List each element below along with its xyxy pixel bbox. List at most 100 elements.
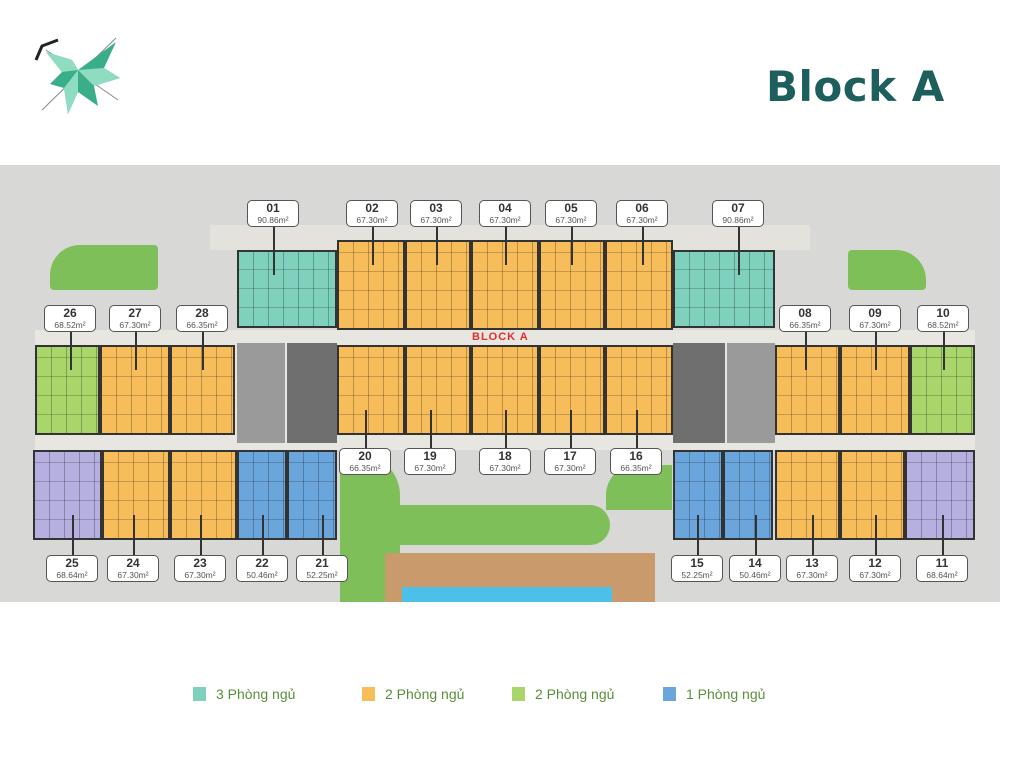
unit-area: 68.64m²: [56, 570, 88, 580]
apartment-unit-06[interactable]: [605, 240, 673, 330]
unit-number: 28: [195, 306, 209, 320]
apartment-unit-09[interactable]: [840, 345, 910, 435]
unit-area: 67.30m²: [489, 215, 521, 225]
unit-area: 52.25m²: [681, 570, 713, 580]
apartment-unit-12[interactable]: [840, 450, 905, 540]
stair-core-center-right: [673, 343, 725, 443]
unit-number: 01: [266, 201, 280, 215]
unit-number: 15: [690, 556, 704, 570]
apartment-unit-07[interactable]: [673, 250, 775, 328]
unit-area: 90.86m²: [257, 215, 289, 225]
label-leader-line: [571, 227, 573, 265]
apartment-unit-21[interactable]: [287, 450, 337, 540]
label-leader-line: [135, 332, 137, 370]
label-leader-line: [505, 227, 507, 265]
unit-area: 66.35m²: [620, 463, 652, 473]
unit-number: 14: [748, 556, 762, 570]
apartment-unit-23[interactable]: [170, 450, 237, 540]
unit-area: 67.30m²: [554, 463, 586, 473]
unit-number: 23: [193, 556, 207, 570]
apartment-unit-25[interactable]: [33, 450, 102, 540]
legend-item: 2 Phòng ngủ: [362, 686, 464, 702]
apartment-unit-17[interactable]: [539, 345, 605, 435]
apartment-unit-08[interactable]: [775, 345, 840, 435]
label-leader-line: [812, 515, 814, 555]
apartment-unit-16[interactable]: [605, 345, 673, 435]
label-leader-line: [436, 227, 438, 265]
unit-number: 09: [868, 306, 882, 320]
label-leader-line: [372, 227, 374, 265]
block-label: BLOCK A: [472, 331, 529, 343]
label-leader-line: [570, 410, 572, 448]
apartment-unit-20[interactable]: [337, 345, 405, 435]
apartment-unit-14[interactable]: [723, 450, 773, 540]
apartment-unit-24[interactable]: [102, 450, 170, 540]
legend-label: 3 Phòng ngủ: [216, 686, 296, 702]
legend-swatch: [663, 687, 676, 701]
legend-swatch: [362, 687, 375, 701]
label-leader-line: [365, 410, 367, 448]
apartment-unit-10[interactable]: [910, 345, 975, 435]
stair-core-right: [727, 343, 775, 443]
apartment-unit-01[interactable]: [237, 250, 337, 328]
unit-area: 67.30m²: [626, 215, 658, 225]
apartment-unit-13[interactable]: [775, 450, 840, 540]
unit-number: 02: [365, 201, 379, 215]
label-leader-line: [200, 515, 202, 555]
legend-label: 2 Phòng ngủ: [385, 686, 465, 702]
unit-number: 21: [315, 556, 329, 570]
apartment-unit-19[interactable]: [405, 345, 471, 435]
unit-area: 67.30m²: [555, 215, 587, 225]
unit-area: 67.30m²: [796, 570, 828, 580]
apartment-unit-03[interactable]: [405, 240, 471, 330]
unit-number: 16: [629, 449, 643, 463]
label-leader-line: [273, 227, 275, 275]
garden-top-right: [848, 250, 926, 290]
unit-area: 67.30m²: [184, 570, 216, 580]
unit-area: 67.30m²: [859, 570, 891, 580]
unit-number: 06: [635, 201, 649, 215]
stair-core-left: [237, 343, 285, 443]
legend-label: 2 Phòng ngủ: [535, 686, 615, 702]
unit-area: 67.30m²: [859, 320, 891, 330]
apartment-unit-26[interactable]: [35, 345, 100, 435]
label-leader-line: [738, 227, 740, 275]
unit-number: 12: [868, 556, 882, 570]
label-leader-line: [322, 515, 324, 555]
unit-number: 08: [798, 306, 812, 320]
unit-number: 22: [255, 556, 269, 570]
unit-number: 26: [63, 306, 77, 320]
unit-number: 07: [731, 201, 745, 215]
apartment-unit-02[interactable]: [337, 240, 405, 330]
apartment-unit-11[interactable]: [905, 450, 975, 540]
